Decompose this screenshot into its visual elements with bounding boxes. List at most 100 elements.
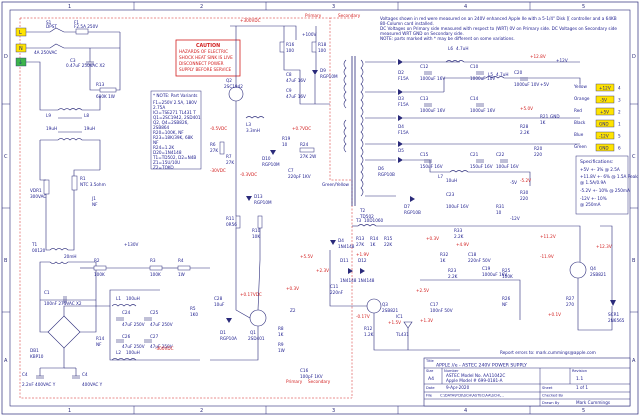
l6-ref: L6 xyxy=(448,46,453,51)
c4b-value: 400VAC Y xyxy=(82,382,103,387)
caution-line-4: SUPPLY BEFORE SERVICE xyxy=(179,67,232,72)
r1-ref: R1 xyxy=(80,176,86,181)
primary-filter: +130V L1 100uH L2 100uH C24 47uF 250V C2… xyxy=(63,242,210,361)
caution-line-3: DISCONNECT POWER xyxy=(179,61,224,66)
col-label-1: 1 xyxy=(68,4,71,10)
secondary-capacitors xyxy=(424,71,528,163)
revision-value: 1.1 xyxy=(576,376,583,382)
l9-ref: L9 xyxy=(46,113,51,118)
choke-t1 xyxy=(49,248,69,251)
zd-value: 1N4148 xyxy=(338,244,355,249)
r11-value: 0R56 xyxy=(226,222,237,227)
c26-ref: C26 xyxy=(122,334,131,339)
c20-value: 1000uF 10V xyxy=(514,82,539,87)
d1-ref: D1 xyxy=(220,330,226,335)
specs-title: Specifications: xyxy=(580,159,614,165)
d4-value: F15A xyxy=(398,130,409,135)
diode-d2 xyxy=(398,59,403,65)
r6-ref: R6 xyxy=(210,142,216,147)
col-label-3: 3 xyxy=(332,4,335,10)
row-label-c: C xyxy=(4,154,8,160)
r16-ref: R16 xyxy=(286,42,295,47)
r19-ref: R19 xyxy=(282,136,291,141)
inductor-l2 xyxy=(111,358,137,361)
d2-value: F15A xyxy=(398,76,409,81)
l3-value: 3.3mH xyxy=(246,128,260,133)
measured-v22: +12.3V xyxy=(596,244,612,249)
diode-d5 xyxy=(398,141,403,147)
c4-ref: C4 xyxy=(22,372,28,377)
r11-ref: R11 xyxy=(226,216,235,221)
regulator-ic1 xyxy=(403,321,413,329)
part-variants-box: * NOTE: Part Variants F1=250V 2.5A, 180V… xyxy=(150,90,202,170)
measured-v7: +1.9V xyxy=(356,252,369,257)
sheet-value: 1 of 1 xyxy=(576,385,588,390)
pin-number-1: 4 xyxy=(618,86,621,91)
r9-ref: R9 xyxy=(278,342,284,347)
primary-bottom-label: Primary xyxy=(286,379,303,384)
pin-number-2: 3 xyxy=(618,98,621,103)
d3-ref: D3 xyxy=(398,96,404,101)
primary-label: Primary xyxy=(305,13,322,18)
secondary-label: Secondary xyxy=(338,13,361,18)
date-label: Date xyxy=(426,386,435,390)
c16-value: 100pF 1KV xyxy=(300,374,323,379)
pin-box-2 xyxy=(595,95,615,104)
l3-ref: L3 xyxy=(246,122,251,127)
r4-ref: R4 xyxy=(178,258,184,263)
resistor-r3 xyxy=(149,265,163,271)
resistor-r13 xyxy=(99,87,117,93)
resistor-r24 xyxy=(299,147,315,153)
l1-ref: L1 xyxy=(116,296,121,301)
r15-ref: R15 xyxy=(384,236,393,241)
c17-ref: C17 xyxy=(430,302,439,307)
d12-value: 1N4148 xyxy=(358,278,375,283)
variant-line: R23=18K/39K, 68K xyxy=(153,135,193,140)
r9-value: 1W xyxy=(278,348,285,353)
variant-line: 2SB864 xyxy=(153,125,170,130)
earth-icon: ⏚ xyxy=(18,59,23,66)
bus-plus-label: +130V xyxy=(124,242,139,247)
diode-d10 xyxy=(270,150,276,155)
r3-ref: R3 xyxy=(150,258,156,263)
inductor-l9 xyxy=(57,108,83,111)
c25-ref: C25 xyxy=(150,310,159,315)
thyristor-scr1 xyxy=(610,300,616,306)
bridge-rectifier-db1 xyxy=(47,315,81,349)
r27-value: 270 xyxy=(566,302,574,307)
spec-line: -12V +- 10% xyxy=(580,196,607,201)
inductor-l8 xyxy=(57,138,83,141)
measured-v14: +11.2V xyxy=(540,234,556,239)
c8-value: 47uF 16V xyxy=(286,78,306,83)
apple-model-number: Apple Model # 699-0181-A xyxy=(446,378,503,383)
sheet-size: A4 xyxy=(428,376,434,382)
diode-d9 xyxy=(312,70,318,75)
pin-voltage-3: +5V xyxy=(600,110,609,115)
row-label-a-right: A xyxy=(632,358,636,364)
measured-v5: +0.3V xyxy=(286,286,299,291)
diode-d12 xyxy=(360,268,365,274)
r26-value: NF xyxy=(502,302,508,307)
r23-value: 2.2K xyxy=(448,274,458,279)
measured-v8: +2.3V xyxy=(316,268,329,273)
r20-ref: R20 xyxy=(534,146,543,151)
v-minus5-label: -5V xyxy=(510,180,517,185)
r26-ref: R26 xyxy=(502,296,511,301)
wire-color-green: Green xyxy=(574,144,587,149)
gnd-label: GND xyxy=(550,114,560,119)
r8-ref: R8 xyxy=(278,326,284,331)
variant-line: 2.75A xyxy=(153,105,165,110)
variant-line: R24=1.2K xyxy=(153,145,174,150)
r19-value: 10 xyxy=(282,142,288,147)
wire-color-blue: Blue xyxy=(574,132,584,137)
r14-ref: R14 xyxy=(96,336,105,341)
c16-ref: C16 xyxy=(300,368,309,373)
t1-inductance: 20mH xyxy=(64,254,77,259)
l2-ref: L2 xyxy=(116,350,121,355)
row-label-d-right: D xyxy=(632,54,636,60)
l9-value: 19uH xyxy=(46,126,57,131)
q4-value: 2SB821 xyxy=(590,272,607,277)
measured-v23: +1.3V xyxy=(420,318,433,323)
t3-ref: T3 xyxy=(355,218,362,223)
